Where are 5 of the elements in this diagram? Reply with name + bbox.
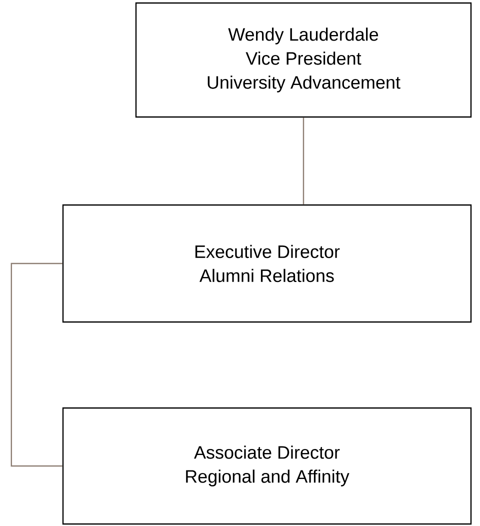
org-box: Executive Director Alumni Relations xyxy=(62,204,472,323)
org-box: Wendy Lauderdale Vice President University Advancement xyxy=(135,2,472,118)
connector-line xyxy=(302,118,304,204)
connector-line xyxy=(10,262,62,467)
org-box: Associate Director Regional and Affinity xyxy=(62,407,472,525)
